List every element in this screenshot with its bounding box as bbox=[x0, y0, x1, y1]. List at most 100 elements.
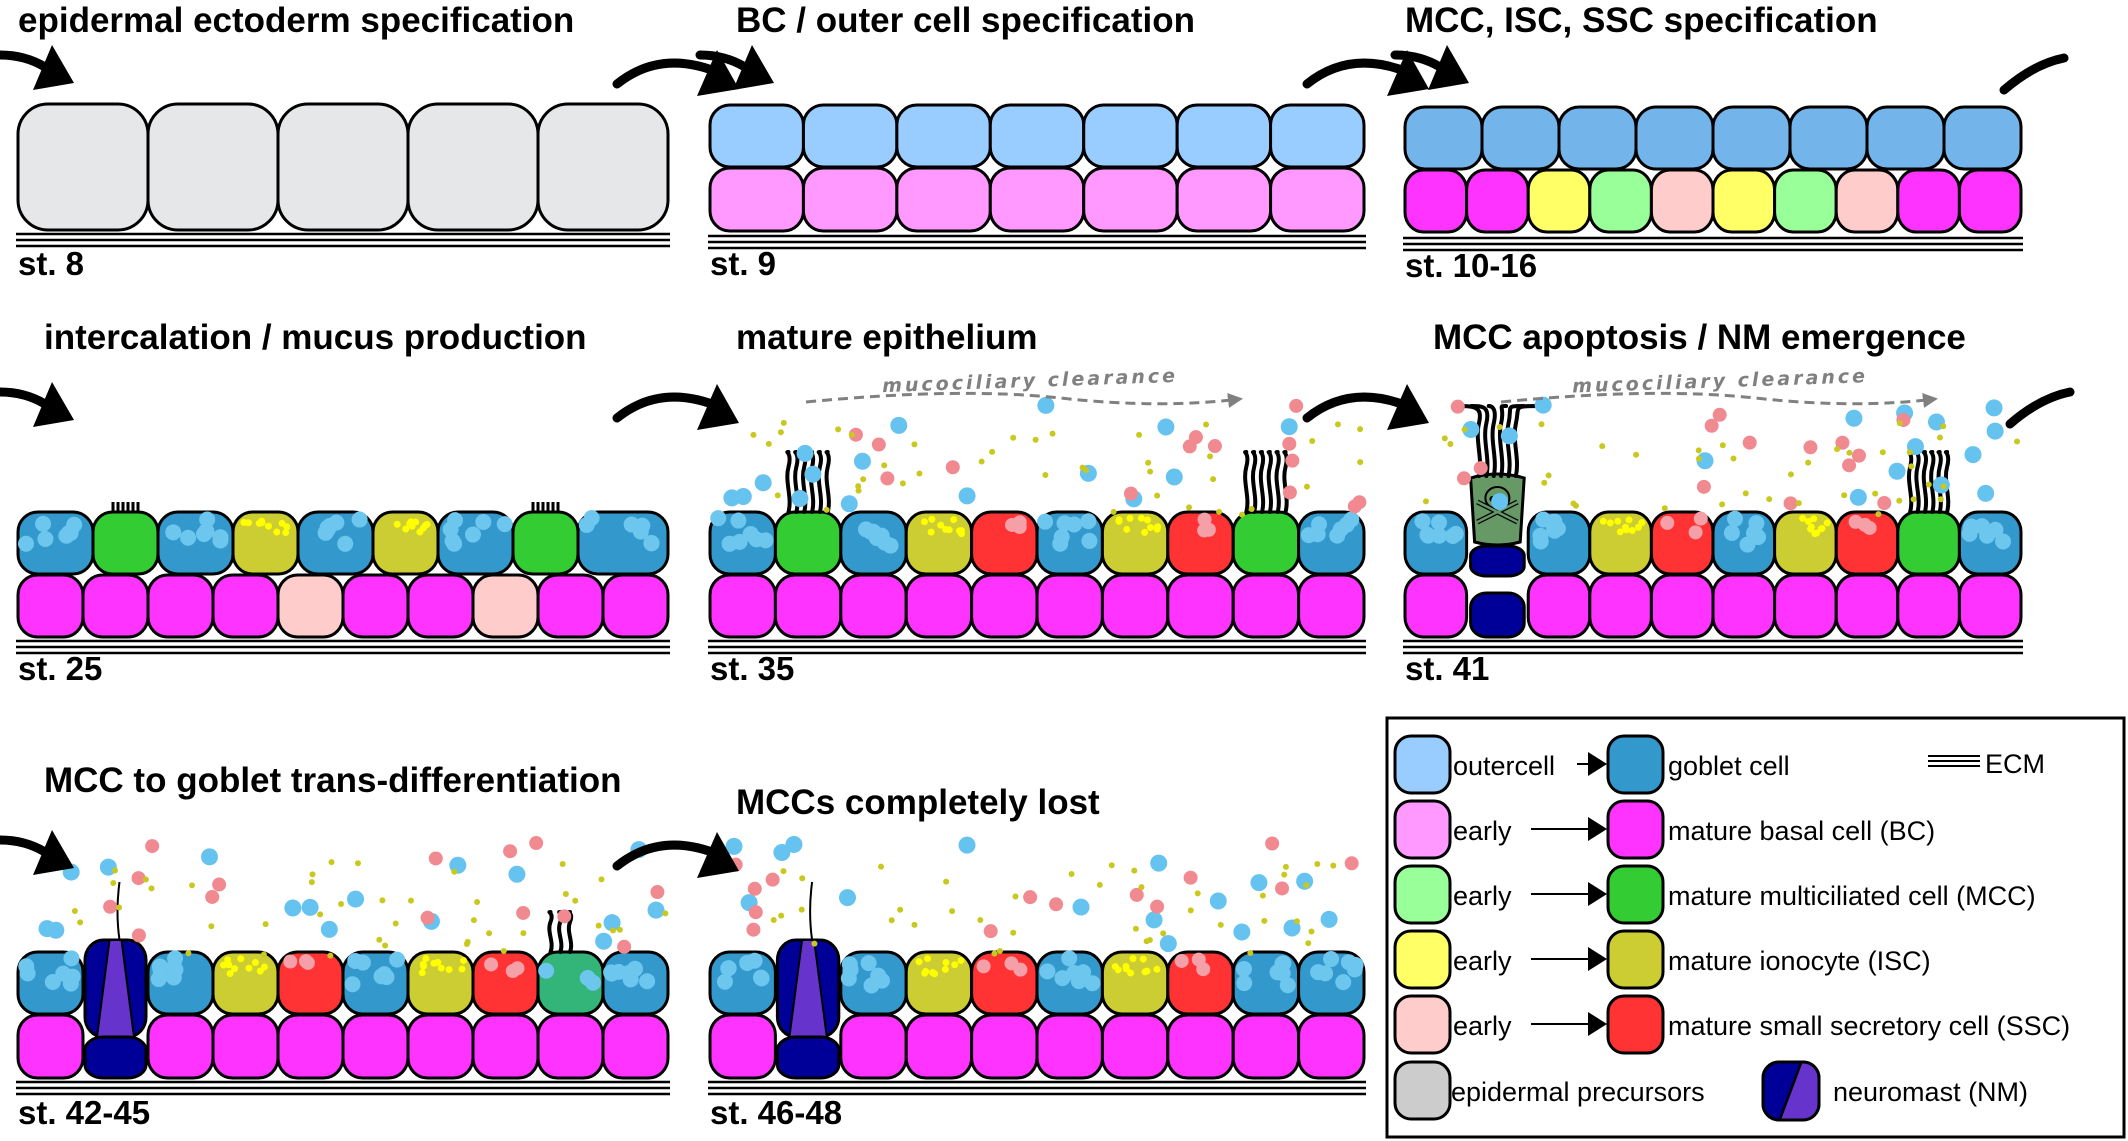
cilium bbox=[1266, 450, 1273, 514]
cilium bbox=[1914, 450, 1921, 514]
goblet-vesicle bbox=[1444, 527, 1461, 544]
mucus-blue-particle bbox=[1157, 418, 1175, 436]
cell-bc bbox=[1035, 1013, 1104, 1080]
legend-label-ssc: mature small secretory cell (SSC) bbox=[1668, 1011, 2070, 1041]
cilium bbox=[1243, 450, 1250, 514]
cell-bc bbox=[1035, 573, 1104, 639]
isc-granule bbox=[460, 956, 468, 964]
legend-swatch-isc bbox=[1606, 929, 1665, 990]
isc-granule bbox=[1154, 523, 1162, 531]
panel-title-p1: epidermal ectoderm specification bbox=[18, 1, 574, 40]
mucus-dot-particle bbox=[1303, 483, 1310, 490]
mucus-dot-particle bbox=[778, 912, 785, 919]
cell-bc bbox=[1588, 573, 1653, 639]
cilium bbox=[1258, 450, 1266, 514]
mucus-dot-particle bbox=[1247, 949, 1254, 956]
arrow-head bbox=[33, 382, 74, 427]
mucus-blue-particle bbox=[890, 416, 908, 434]
legend-swatch-ssc bbox=[1606, 994, 1665, 1055]
mucus-blue-particle bbox=[1986, 422, 2004, 440]
goblet-vesicle bbox=[337, 535, 354, 552]
goblet-vesicle bbox=[720, 960, 737, 977]
cell-bc bbox=[1649, 573, 1715, 639]
arrow-shaft bbox=[1390, 50, 1445, 72]
mucus-pink-particle bbox=[1282, 485, 1297, 500]
cell-bc bbox=[970, 573, 1039, 639]
cell-outer_cell_late bbox=[1480, 105, 1561, 171]
cilium bbox=[1497, 404, 1509, 478]
goblet-vesicle bbox=[716, 973, 733, 990]
mucus-blue-particle bbox=[804, 465, 822, 483]
cell-bc bbox=[1231, 573, 1301, 639]
cell-bc bbox=[16, 1013, 85, 1080]
cilium bbox=[1274, 450, 1281, 514]
goblet-vesicle bbox=[1532, 533, 1549, 550]
isc-granule bbox=[1606, 519, 1614, 527]
arrow-head bbox=[697, 832, 739, 878]
mucus-dot-particle bbox=[860, 476, 867, 483]
isc-granule bbox=[1129, 955, 1137, 963]
cell-early_ssc bbox=[1649, 168, 1715, 234]
mucus-dot-particle bbox=[379, 897, 386, 904]
incoming-arrow-icon-p4 bbox=[0, 382, 74, 427]
clearance-label-p5: mucociliary clearance bbox=[882, 365, 1179, 397]
mucus-blue-particle bbox=[38, 920, 56, 938]
transition-arrow-icon-p2-p3 bbox=[1302, 50, 1429, 96]
mucus-dot-particle bbox=[474, 899, 481, 906]
goblet-vesicle bbox=[1310, 516, 1327, 533]
goblet-vesicle bbox=[1723, 524, 1740, 541]
isc-granule bbox=[273, 528, 281, 536]
mucus-dot-particle bbox=[1496, 423, 1503, 430]
cell-bc bbox=[1834, 573, 1900, 639]
mucus-dot-particle bbox=[1572, 502, 1579, 509]
arrow-head bbox=[697, 384, 739, 430]
panel-p1 bbox=[16, 102, 670, 232]
isc-granule bbox=[941, 965, 949, 973]
cell-early_bc bbox=[895, 166, 992, 233]
cell-bc bbox=[146, 1013, 215, 1080]
goblet-vesicle bbox=[1081, 532, 1098, 549]
isc-granule bbox=[258, 517, 266, 525]
mucus-blue-particle bbox=[734, 488, 752, 506]
goblet-vesicle bbox=[710, 510, 727, 527]
isc-granule bbox=[419, 960, 427, 968]
mucus-pink-particle bbox=[1049, 897, 1064, 912]
cell-precursor bbox=[406, 102, 540, 232]
mucus-dot-particle bbox=[1239, 511, 1246, 518]
goblet-vesicle bbox=[1739, 536, 1756, 553]
isc-granule bbox=[1638, 519, 1646, 527]
cell-outer_cell bbox=[1269, 103, 1366, 169]
cell-early_ssc bbox=[1834, 168, 1900, 234]
goblet-vesicle bbox=[882, 537, 899, 554]
isc-granule bbox=[437, 964, 445, 972]
goblet-vesicle bbox=[496, 516, 513, 533]
goblet-vesicle bbox=[639, 973, 656, 990]
cell-outer_cell bbox=[895, 103, 992, 169]
mucus-dot-particle bbox=[610, 927, 617, 934]
mucus-dot-particle bbox=[1282, 863, 1289, 870]
legend-label-mcc: mature multiciliated cell (MCC) bbox=[1668, 881, 2036, 911]
mucus-dot-particle bbox=[382, 942, 389, 949]
cell-bc bbox=[81, 573, 150, 639]
ssc-granule bbox=[299, 954, 314, 969]
goblet-vesicle bbox=[862, 523, 879, 540]
ssc-granule bbox=[1688, 525, 1703, 540]
legend-swatch-neuromast bbox=[1761, 1060, 1821, 1122]
mucus-pink-particle bbox=[131, 871, 146, 886]
mucus-pink-particle bbox=[983, 924, 998, 939]
panel-title-p3: MCC, ISC, SSC specification bbox=[1405, 1, 1878, 40]
mucus-pink-particle bbox=[1289, 398, 1304, 413]
mucus-blue-particle bbox=[1977, 484, 1995, 502]
mucus-dot-particle bbox=[1032, 436, 1039, 443]
legend-arrow-head bbox=[1588, 882, 1607, 906]
arrow-head bbox=[1428, 45, 1469, 90]
isc-granule bbox=[1628, 527, 1636, 535]
isc-granule bbox=[445, 966, 453, 974]
legend-swatch-bc bbox=[1606, 799, 1665, 860]
isc-granule bbox=[937, 521, 945, 529]
mucus-blue-particle bbox=[320, 920, 338, 938]
cell-early_mcc bbox=[1588, 168, 1653, 234]
mucus-dot-particle bbox=[1719, 501, 1726, 508]
